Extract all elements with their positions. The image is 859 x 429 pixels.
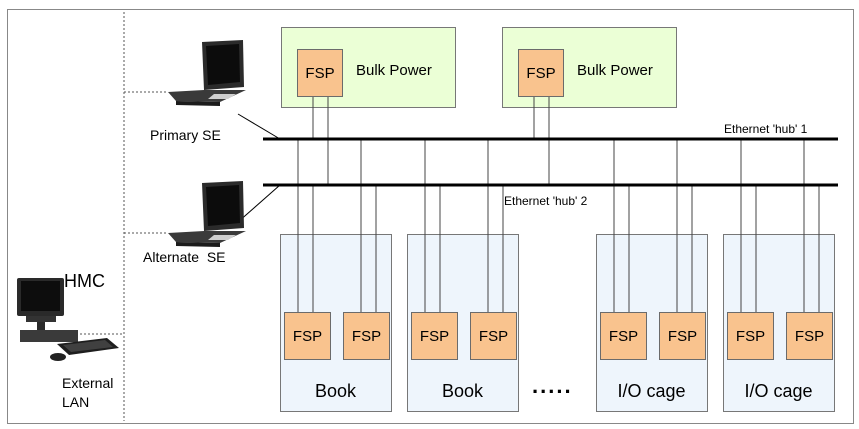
fsp-module: FSP [297, 49, 343, 97]
book-label: Book [314, 381, 357, 401]
fsp-module: FSP [411, 312, 458, 360]
fsp-connections [297, 97, 820, 312]
alternate-se-link [237, 184, 281, 223]
outer-frame [7, 9, 854, 424]
primary-se-label: Primary SE [150, 127, 221, 143]
primary-se-link [237, 113, 281, 140]
bulk-power-label: Bulk Power [577, 62, 653, 79]
fsp-module: FSP [600, 312, 647, 360]
ethernet-hub-1-label: Ethernet 'hub' 1 [724, 122, 808, 136]
book-label: Book [441, 381, 484, 401]
fsp-module: FSP [786, 312, 833, 360]
laptop-icon [168, 40, 246, 106]
fsp-module: FSP [659, 312, 706, 360]
ethernet-hub-2-label: Ethernet 'hub' 2 [504, 194, 588, 208]
alternate-se-label: Alternate SE [143, 249, 226, 265]
desktop-computer-icon [17, 278, 119, 361]
laptop-icon [168, 181, 246, 247]
fsp-module: FSP [518, 49, 564, 97]
fsp-module: FSP [284, 312, 331, 360]
fsp-module: FSP [727, 312, 774, 360]
external-lan-label-line2: LAN [62, 394, 90, 410]
hmc-label: HMC [64, 271, 105, 291]
fsp-module: FSP [343, 312, 390, 360]
bulk-power-label: Bulk Power [356, 62, 432, 79]
ellipsis: ..... [532, 373, 573, 398]
external-lan-label-line1: External [62, 375, 114, 391]
fsp-module: FSP [470, 312, 517, 360]
io-cage-label: I/O cage [744, 381, 813, 401]
io-cage-label: I/O cage [617, 381, 686, 401]
